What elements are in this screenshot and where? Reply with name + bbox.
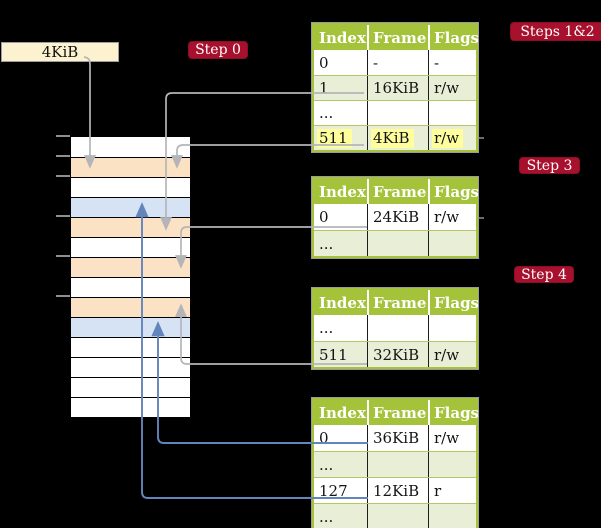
memory-cell [71, 197, 190, 217]
table-cell: ... [319, 455, 334, 474]
memory-cell [71, 297, 190, 317]
table-cell: 0 [319, 208, 329, 226]
memory-cell [71, 237, 190, 257]
table-cell [428, 101, 476, 125]
memory-cell [71, 397, 190, 417]
memory-stack [70, 136, 191, 418]
table-cell: 16KiB [367, 76, 428, 100]
address-tick [56, 215, 70, 217]
table-cell: r/w [428, 204, 476, 230]
table-cell: ... [319, 234, 334, 253]
table-cell: 1 [319, 79, 329, 97]
address-tick [56, 155, 70, 157]
table-cell [428, 315, 476, 341]
address-tick [56, 295, 70, 297]
address-tick [56, 135, 70, 137]
page-table-step4-lower: Index Frame Flags 0 36KiB r/w ... 127 12… [311, 397, 479, 528]
page-table-step4-upper: Index Frame Flags ... 511 32KiB r/w [311, 287, 479, 370]
column-header-index: Index [319, 403, 366, 422]
table-cell: ... [319, 507, 334, 526]
memory-cell [71, 277, 190, 297]
table-header-row: Index Frame Flags [314, 290, 479, 315]
table-row: 1 16KiB r/w [314, 75, 476, 100]
badge-step-0: Step 0 [188, 41, 248, 59]
frame-size-label: 4KiB [41, 43, 79, 61]
memory-cell [71, 317, 190, 337]
page-table-steps12: Index Frame Flags 0 - - 1 16KiB r/w ... … [311, 22, 479, 153]
table-cell: 32KiB [367, 342, 428, 367]
frame-size-label-box: 4KiB [1, 42, 119, 62]
table-cell: 127 [319, 481, 348, 500]
table-row: ... [314, 100, 476, 125]
table-row: 511 32KiB r/w [314, 341, 476, 367]
table-cell: r/w [428, 76, 476, 100]
column-header-index: Index [319, 293, 366, 312]
column-header-frame: Frame [367, 25, 428, 50]
column-header-index: Index [319, 182, 366, 201]
table-cell: 24KiB [367, 204, 428, 230]
table-cell [428, 452, 476, 477]
table-cell [367, 315, 428, 341]
table-cell: 12KiB [367, 478, 428, 503]
table-row: 0 - - [314, 50, 476, 75]
column-header-index: Index [319, 28, 366, 47]
table-cell: 511 [314, 126, 367, 150]
memory-cell [71, 137, 190, 157]
table-cell [367, 504, 428, 528]
arrow-stub [479, 217, 484, 219]
table-header-row: Index Frame Flags [314, 179, 479, 204]
table-row: 127 12KiB r [314, 477, 476, 503]
table-cell [367, 101, 428, 125]
table-cell: 511 [319, 345, 348, 364]
address-tick [56, 175, 70, 177]
table-row: ... [314, 503, 476, 528]
table-cell: 0 [319, 429, 329, 447]
memory-cell [71, 157, 190, 177]
table-cell: r/w [428, 425, 476, 451]
table-cell [428, 504, 476, 528]
memory-cell [71, 217, 190, 237]
table-cell: ... [319, 104, 334, 122]
table-cell: r [428, 478, 476, 503]
column-header-flags: Flags [428, 179, 479, 204]
address-tick [56, 255, 70, 257]
column-header-flags: Flags [428, 400, 479, 425]
column-header-frame: Frame [367, 179, 428, 204]
table-cell [428, 231, 476, 256]
column-header-frame: Frame [367, 290, 428, 315]
table-header-row: Index Frame Flags [314, 400, 479, 425]
table-cell: r/w [428, 126, 476, 150]
memory-cell [71, 357, 190, 377]
column-header-flags: Flags [428, 25, 479, 50]
arrow-stub [479, 137, 484, 139]
table-cell: - [428, 50, 476, 75]
table-cell: 36KiB [367, 425, 428, 451]
memory-cell [71, 377, 190, 397]
table-cell: r/w [428, 342, 476, 367]
table-cell [367, 231, 428, 256]
column-header-flags: Flags [428, 290, 479, 315]
memory-cell [71, 257, 190, 277]
badge-step-3: Step 3 [519, 157, 580, 174]
table-row: 0 24KiB r/w [314, 204, 476, 230]
memory-cell [71, 177, 190, 197]
column-header-frame: Frame [367, 400, 428, 425]
table-header-row: Index Frame Flags [314, 25, 479, 50]
table-cell: ... [319, 319, 334, 337]
table-row: ... [314, 230, 476, 256]
table-row: ... [314, 315, 476, 341]
table-cell: 0 [319, 53, 329, 72]
table-cell [367, 452, 428, 477]
page-table-step3: Index Frame Flags 0 24KiB r/w ... [311, 176, 479, 259]
table-row-highlighted: 511 4KiB r/w [314, 125, 476, 150]
table-row: 0 36KiB r/w [314, 425, 476, 451]
memory-cell [71, 337, 190, 357]
table-cell: 4KiB [367, 126, 428, 150]
badge-step-4: Step 4 [514, 266, 574, 283]
table-cell: - [367, 50, 428, 75]
table-row: ... [314, 451, 476, 477]
badge-steps-1-2: Steps 1&2 [510, 22, 601, 41]
